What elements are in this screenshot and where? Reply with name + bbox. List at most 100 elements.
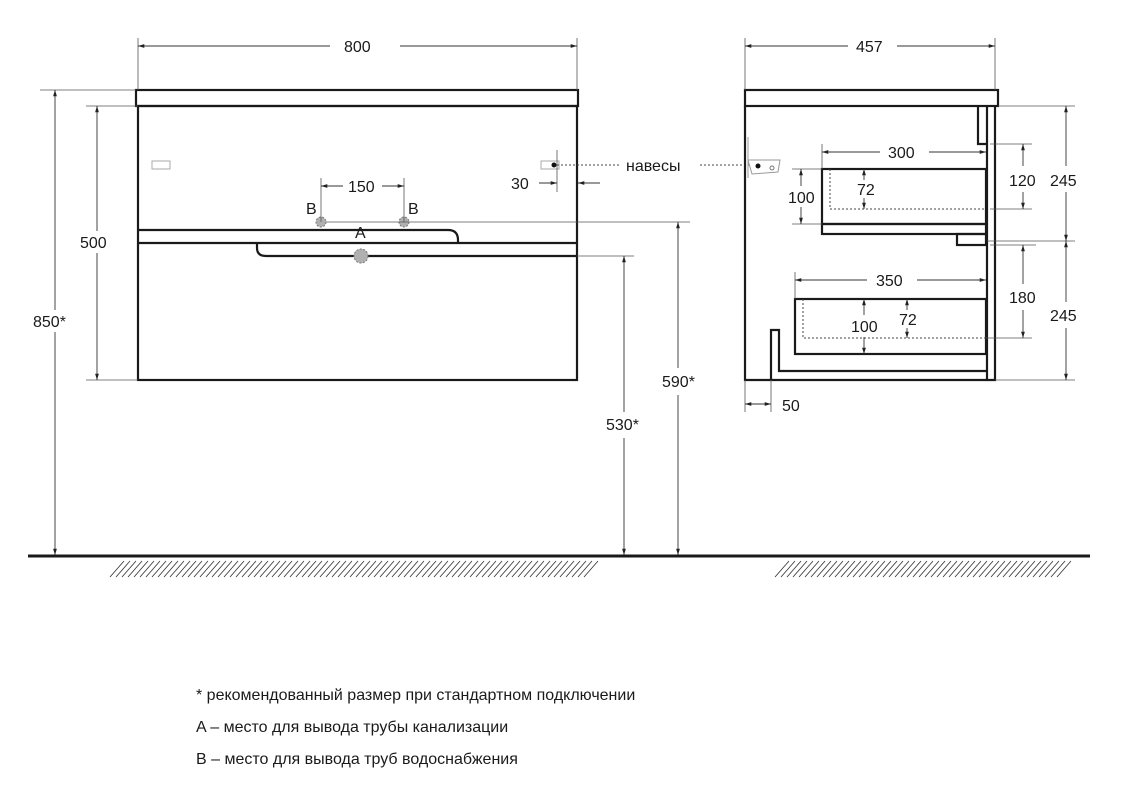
dim-lower-inner-height: 72 — [899, 312, 917, 329]
dim-supply-height: 530* — [606, 417, 639, 434]
dim-hinge-offset: 30 — [511, 176, 529, 193]
hatch-stroke — [427, 560, 443, 578]
hatch-stroke — [984, 560, 1000, 578]
upper-drawer-handle — [138, 228, 460, 243]
hatch-stroke — [175, 560, 191, 578]
hatch-stroke — [475, 560, 491, 578]
hatch-stroke — [505, 560, 521, 578]
hatch-stroke — [361, 560, 377, 578]
hatch-stroke — [391, 560, 407, 578]
hatch-stroke — [217, 560, 233, 578]
hatch-stroke — [145, 560, 161, 578]
hatch-stroke — [373, 560, 389, 578]
hatch-stroke — [157, 560, 173, 578]
hatch-stroke — [331, 560, 347, 578]
note-a-drain: A – место для вывода трубы канализации — [196, 719, 509, 736]
hatch-stroke — [786, 560, 802, 578]
lower-drawer — [793, 297, 988, 356]
hatch-stroke — [870, 560, 886, 578]
dim-body-height: 500 — [80, 235, 107, 252]
hatch-stroke — [469, 560, 485, 578]
side-countertop — [743, 88, 1000, 108]
hatch-stroke — [241, 560, 257, 578]
hatch-stroke — [966, 560, 982, 578]
label-b-left: B — [306, 201, 317, 218]
hatch-stroke — [792, 560, 808, 578]
hatch-stroke — [996, 560, 1012, 578]
hatch-stroke — [1014, 560, 1030, 578]
hatch-stroke — [577, 560, 593, 578]
dim-upper-section: 245 — [1050, 173, 1077, 190]
dim-plinth-offset: 50 — [782, 398, 800, 415]
hatch-stroke — [565, 560, 581, 578]
hatch-stroke — [846, 560, 862, 578]
hatch-stroke — [181, 560, 197, 578]
hatch-stroke — [481, 560, 497, 578]
hatch-stroke — [858, 560, 874, 578]
legend-notes: * рекомендованный размер при стандартном… — [196, 680, 635, 776]
hatch-stroke — [457, 560, 473, 578]
hatch-stroke — [828, 560, 844, 578]
hatch-stroke — [163, 560, 179, 578]
hatch-stroke — [223, 560, 239, 578]
hatch-stroke — [271, 560, 287, 578]
hatch-stroke — [121, 560, 137, 578]
hatch-stroke — [888, 560, 904, 578]
hatch-stroke — [229, 560, 245, 578]
hatch-stroke — [900, 560, 916, 578]
hatch-stroke — [918, 560, 934, 578]
hatch-stroke — [1002, 560, 1018, 578]
hatch-stroke — [1038, 560, 1054, 578]
dim-upper-front-gap: 120 — [1009, 173, 1036, 190]
hatch-stroke — [517, 560, 533, 578]
hatch-stroke — [541, 560, 557, 578]
hatch-stroke — [193, 560, 209, 578]
hinge-label: навесы — [626, 158, 680, 175]
hatch-stroke — [235, 560, 251, 578]
hatch-stroke — [343, 560, 359, 578]
hatch-stroke — [1026, 560, 1042, 578]
pipe-a-drain — [353, 248, 369, 264]
hatch-stroke — [906, 560, 922, 578]
hatch-stroke — [942, 560, 958, 578]
hatch-stroke — [493, 560, 509, 578]
hatch-stroke — [253, 560, 269, 578]
hatch-stroke — [259, 560, 275, 578]
hatch-stroke — [1044, 560, 1060, 578]
dim-lower-section: 245 — [1050, 308, 1077, 325]
hatch-stroke — [349, 560, 365, 578]
hatch-stroke — [1032, 560, 1048, 578]
hatch-stroke — [355, 560, 371, 578]
hatch-stroke — [301, 560, 317, 578]
note-b-supply: B – место для вывода труб водоснабжения — [196, 751, 518, 768]
hatch-stroke — [397, 560, 413, 578]
hatch-stroke — [798, 560, 814, 578]
hatch-stroke — [313, 560, 329, 578]
dim-depth: 457 — [856, 39, 883, 56]
countertop — [134, 88, 580, 108]
dim-total-height: 850* — [33, 314, 66, 331]
lower-drawer-handle — [255, 243, 577, 258]
hatch-stroke — [774, 560, 790, 578]
hatch-stroke — [277, 560, 293, 578]
hatch-stroke — [1020, 560, 1036, 578]
hatch-stroke — [265, 560, 281, 578]
hatch-stroke — [499, 560, 515, 578]
hatch-stroke — [487, 560, 503, 578]
hatch-stroke — [523, 560, 539, 578]
hatch-stroke — [571, 560, 587, 578]
hatch-stroke — [115, 560, 131, 578]
dim-upper-drawer-height: 100 — [788, 190, 815, 207]
hatch-stroke — [930, 560, 946, 578]
hatch-stroke — [559, 560, 575, 578]
hatch-stroke — [199, 560, 215, 578]
hatch-stroke — [433, 560, 449, 578]
side-body — [743, 106, 997, 382]
dim-upper-drawer-depth: 300 — [888, 145, 915, 162]
front-view: A B B 800 850* 500 150 30 навесы — [30, 38, 762, 555]
plinth — [769, 328, 986, 380]
hatch-stroke — [403, 560, 419, 578]
hatch-stroke — [583, 560, 599, 578]
hatch-stroke — [553, 560, 569, 578]
upper-drawer — [820, 167, 988, 226]
